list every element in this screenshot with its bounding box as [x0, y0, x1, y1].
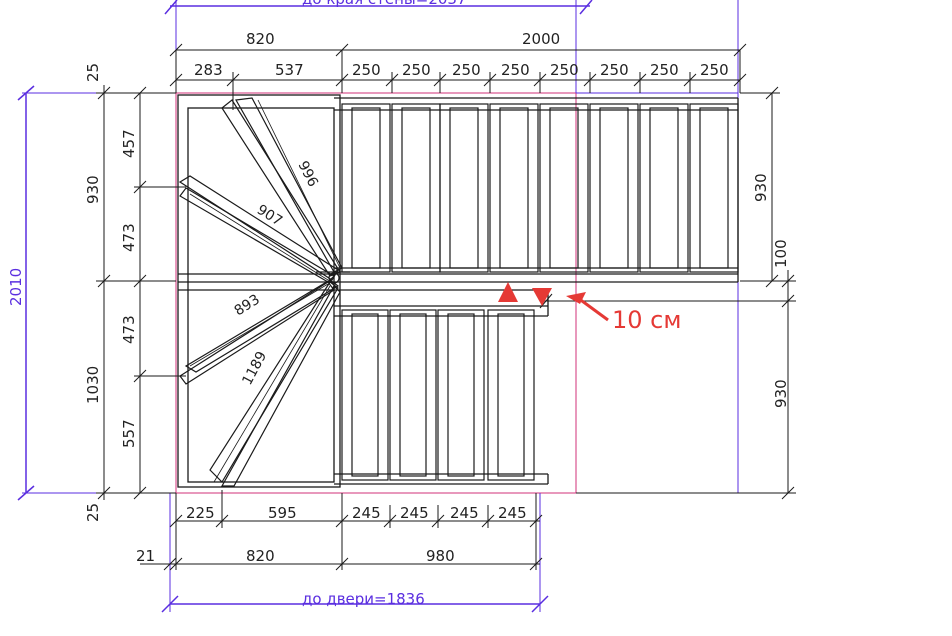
right-dim-1: 100: [772, 239, 790, 268]
left-inner-1: 473: [120, 223, 138, 252]
upper-step-5: [589, 103, 639, 273]
top-title: до края стены=2037: [302, 0, 467, 8]
top-seg-8: 250: [650, 61, 679, 79]
left-inner-0: 457: [120, 129, 138, 158]
diag-907: 907: [254, 202, 285, 230]
top-seg-6: 250: [550, 61, 579, 79]
upper-step-5-inner: [599, 107, 629, 269]
bottom-seg-0: 225: [186, 504, 215, 522]
left-21: 21: [136, 547, 155, 565]
left-small-top: 25: [84, 63, 102, 82]
winder-boards: [178, 97, 350, 487]
upper-step-4-inner: [549, 107, 579, 269]
lower-step-1: [389, 309, 437, 481]
clearance-annotation: 10 см: [498, 282, 681, 334]
upper-step-0: [341, 103, 391, 273]
bottom-total-0: 820: [246, 547, 275, 565]
right-dim-2: 930: [772, 379, 790, 408]
left-mid-1: 1030: [84, 366, 102, 404]
lower-step-3-inner: [497, 313, 525, 477]
black-dimension-lines: [96, 43, 796, 571]
bottom-seg-2: 245: [352, 504, 381, 522]
bottom-seg-1: 595: [268, 504, 297, 522]
top-total-0: 820: [246, 30, 275, 48]
lower-step-1-inner: [399, 313, 427, 477]
top-seg-7: 250: [600, 61, 629, 79]
upper-step-3-inner: [499, 107, 529, 269]
bottom-title: до двери=1836: [302, 590, 425, 608]
stair-frame: [177, 94, 739, 488]
lower-step-2-inner: [447, 313, 475, 477]
top-seg-4: 250: [452, 61, 481, 79]
upper-step-7-inner: [699, 107, 729, 269]
upper-step-4: [539, 103, 589, 273]
down-arrow-icon: [532, 288, 552, 306]
bottom-seg-4: 245: [450, 504, 479, 522]
left-inner-2: 473: [120, 315, 138, 344]
upper-step-1: [391, 103, 441, 273]
top-total-1: 2000: [522, 30, 560, 48]
upper-step-2: [439, 103, 489, 273]
top-seg-9: 250: [700, 61, 729, 79]
upper-step-0-inner: [351, 107, 381, 269]
annotation-label: 10 см: [612, 306, 681, 334]
left-outer: 2010: [7, 268, 25, 306]
top-seg-1: 537: [275, 61, 304, 79]
top-seg-0: 283: [194, 61, 223, 79]
upper-step-1-inner: [401, 107, 431, 269]
bottom-seg-5: 245: [498, 504, 527, 522]
upper-step-6: [639, 103, 689, 273]
lower-step-2: [437, 309, 485, 481]
upper-step-2-inner: [449, 107, 479, 269]
upper-run-steps: [341, 103, 739, 273]
left-mid-0: 930: [84, 175, 102, 204]
lower-run-steps: [341, 309, 535, 481]
lower-step-0-inner: [351, 313, 379, 477]
blue-dimension-lines: [17, 0, 593, 613]
up-arrow-icon: [498, 282, 518, 302]
lower-step-0: [341, 309, 389, 481]
upper-step-7: [689, 103, 739, 273]
diag-893: 893: [232, 292, 263, 320]
right-dim-0: 930: [752, 173, 770, 202]
upper-step-6-inner: [649, 107, 679, 269]
dimension-labels: до края стены=2037 до двери=1836 820 200…: [7, 0, 790, 608]
top-seg-3: 250: [402, 61, 431, 79]
left-inner-3: 557: [120, 419, 138, 448]
bottom-total-1: 980: [426, 547, 455, 565]
upper-step-3: [489, 103, 539, 273]
lower-step-3: [487, 309, 535, 481]
top-seg-2: 250: [352, 61, 381, 79]
bottom-seg-3: 245: [400, 504, 429, 522]
left-small-bottom: 25: [84, 503, 102, 522]
diagonal-dimension-lines: [189, 99, 341, 483]
top-seg-5: 250: [501, 61, 530, 79]
